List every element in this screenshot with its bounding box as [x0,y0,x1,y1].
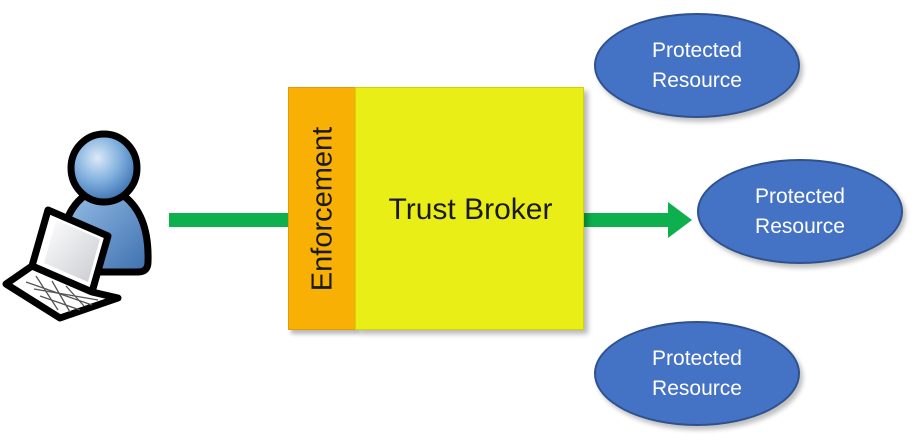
user-laptop-icon [2,130,152,322]
outgoing-arrow [584,202,692,238]
protected-resource-top: Protected Resource [594,13,800,118]
enforcement-label: Enforcement [306,126,339,292]
trust-broker-label: Trust Broker [388,193,553,226]
incoming-connector [169,213,289,227]
enforcement-box: Enforcement [288,87,356,330]
trust-broker-box: Trust Broker [355,87,584,330]
resource-label: Protected Resource [652,346,742,400]
resource-label: Protected Resource [755,184,845,238]
protected-resource-middle: Protected Resource [697,159,903,264]
resource-label: Protected Resource [652,38,742,92]
protected-resource-bottom: Protected Resource [594,321,800,426]
